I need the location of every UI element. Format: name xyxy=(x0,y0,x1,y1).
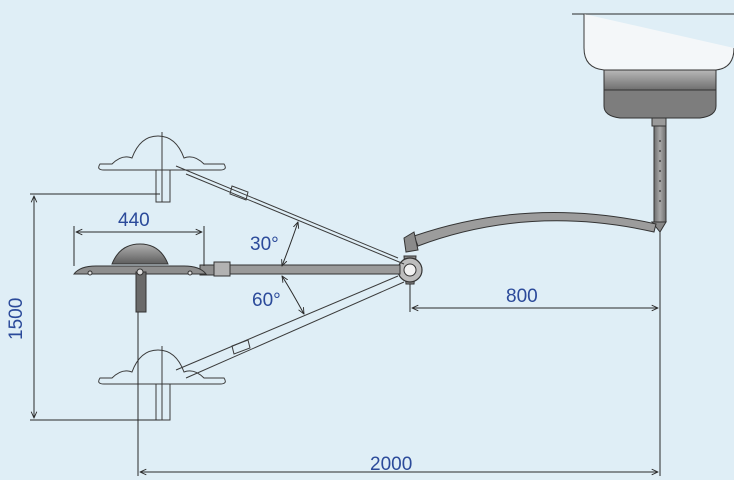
horizontal-arm xyxy=(199,261,401,277)
angle-down-label: 60° xyxy=(252,290,281,311)
dimension-lines xyxy=(30,193,661,476)
upper-ghost-lamp xyxy=(98,132,226,203)
ceiling-housing xyxy=(572,13,734,119)
vertical-range-label: 1500 xyxy=(6,298,27,340)
lamp-diameter-label: 440 xyxy=(118,210,150,231)
upper-ghost-arm xyxy=(175,165,405,265)
vertical-pole xyxy=(650,117,667,233)
arm-offset-label: 800 xyxy=(506,286,538,307)
angle-up-label: 30° xyxy=(250,234,279,255)
total-reach-label: 2000 xyxy=(370,454,412,475)
pivot-joint xyxy=(397,231,423,285)
lower-ghost-lamp xyxy=(98,346,226,421)
curved-arm xyxy=(413,212,657,247)
lamp-head xyxy=(72,243,208,313)
lower-ghost-arm xyxy=(175,275,405,379)
